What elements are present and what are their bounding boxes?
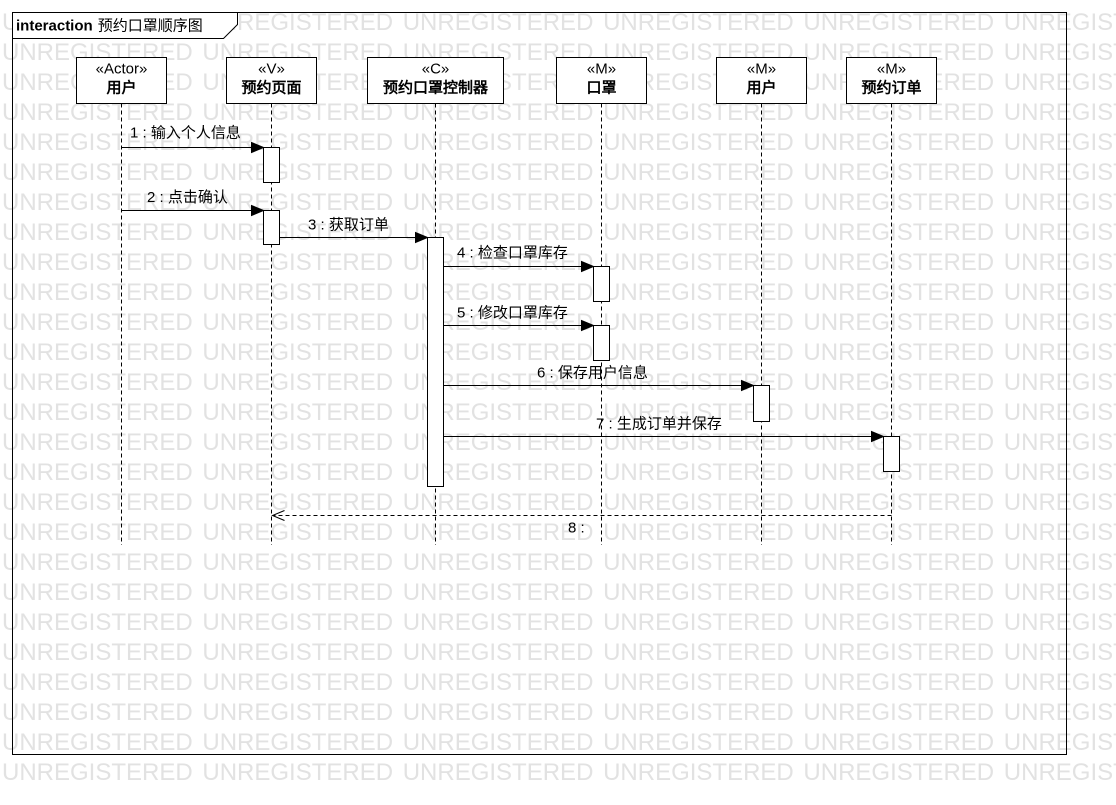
activation-bar-user [753, 385, 770, 422]
interaction-frame: interaction 预约口罩顺序图 [12, 12, 1067, 755]
message-arrowhead [871, 430, 885, 443]
lifeline-name: 用户 [106, 79, 136, 97]
watermark-row: UNREGISTERED UNREGISTERED UNREGISTERED U… [2, 668, 1116, 696]
frame-label-tab [12, 12, 238, 39]
watermark-row: UNREGISTERED UNREGISTERED UNREGISTERED U… [2, 308, 1116, 336]
watermark-row: UNREGISTERED UNREGISTERED UNREGISTERED U… [2, 338, 1116, 366]
message-arrowhead [581, 260, 595, 273]
lifeline-stereotype: «M» [877, 61, 906, 78]
frame-keyword: interaction [16, 18, 93, 35]
activation-bar-page-2 [263, 210, 280, 245]
watermark-row: UNREGISTERED UNREGISTERED UNREGISTERED U… [2, 728, 1116, 756]
message-3: 3 : 获取订单 [279, 217, 429, 244]
lifeline-model-mask: «M» 口罩 [556, 57, 647, 545]
activation-bars [263, 147, 900, 487]
message-label: 8 : [568, 520, 585, 537]
reply-arrowhead [271, 510, 285, 521]
lifeline-stereotype: «Actor» [96, 61, 148, 78]
lifeline-head [367, 57, 504, 104]
message-arrowhead [415, 231, 429, 244]
lifeline-head [556, 57, 647, 104]
message-label: 2 : 点击确认 [147, 189, 228, 206]
message-label: 4 : 检查口罩库存 [457, 245, 568, 262]
watermark-row: UNREGISTERED UNREGISTERED UNREGISTERED U… [2, 758, 1116, 786]
activation-bar-order [883, 436, 900, 472]
lifeline-head [716, 57, 807, 104]
message-label: 1 : 输入个人信息 [130, 125, 241, 142]
watermark-row: UNREGISTERED UNREGISTERED UNREGISTERED U… [2, 518, 1116, 546]
lifeline-head [76, 57, 167, 104]
lifeline-name: 预约口罩控制器 [383, 79, 489, 97]
watermark-row: UNREGISTERED UNREGISTERED UNREGISTERED U… [2, 578, 1116, 606]
watermark-row: UNREGISTERED UNREGISTERED UNREGISTERED U… [2, 158, 1116, 186]
message-arrowhead [251, 204, 265, 217]
lifeline-model-order: «M» 预约订单 [846, 57, 937, 545]
watermark-row: UNREGISTERED UNREGISTERED UNREGISTERED U… [2, 218, 1116, 246]
watermark-row: UNREGISTERED UNREGISTERED UNREGISTERED U… [2, 248, 1116, 276]
frame-label: interaction 预约口罩顺序图 [16, 18, 203, 35]
lifeline-view-booking-page: «V» 预约页面 [226, 57, 317, 545]
message-6: 6 : 保存用户信息 [443, 365, 755, 392]
frame-border [12, 12, 1067, 755]
watermark-row: UNREGISTERED UNREGISTERED UNREGISTERED U… [2, 458, 1116, 486]
watermark-row: UNREGISTERED UNREGISTERED UNREGISTERED U… [2, 488, 1116, 516]
lifeline-head [846, 57, 937, 104]
lifeline-stereotype: «C» [422, 61, 450, 78]
watermark-row: UNREGISTERED UNREGISTERED UNREGISTERED U… [2, 428, 1116, 456]
lifeline-stereotype: «M» [587, 61, 616, 78]
activation-bar-controller [427, 237, 444, 487]
activation-bar-mask-1 [593, 266, 610, 302]
message-arrowhead [741, 379, 755, 392]
message-8-reply: 8 : [271, 510, 892, 537]
lifeline-name: 用户 [746, 79, 776, 97]
watermark-row: UNREGISTERED UNREGISTERED UNREGISTERED U… [2, 698, 1116, 726]
activation-bar-mask-2 [593, 325, 610, 361]
lifeline-stereotype: «M» [747, 61, 776, 78]
watermark-row: UNREGISTERED UNREGISTERED UNREGISTERED U… [2, 548, 1116, 576]
message-1: 1 : 输入个人信息 [121, 125, 265, 154]
lifeline-name: 预约订单 [861, 79, 921, 97]
watermark-row: UNREGISTERED UNREGISTERED UNREGISTERED U… [2, 278, 1116, 306]
lifeline-actor-user: «Actor» 用户 [76, 57, 167, 545]
message-label: 7 : 生成订单并保存 [596, 416, 722, 433]
frame-title: 预约口罩顺序图 [98, 18, 203, 35]
message-label: 3 : 获取订单 [308, 217, 389, 234]
message-4: 4 : 检查口罩库存 [443, 245, 595, 273]
message-arrowhead [581, 319, 595, 332]
lifeline-model-user: «M» 用户 [716, 57, 807, 545]
watermark-row: UNREGISTERED UNREGISTERED UNREGISTERED U… [2, 608, 1116, 636]
message-5: 5 : 修改口罩库存 [443, 305, 595, 332]
message-2: 2 : 点击确认 [121, 189, 265, 217]
watermark-row: UNREGISTERED UNREGISTERED UNREGISTERED U… [2, 128, 1116, 156]
lifeline-stereotype: «V» [258, 61, 285, 78]
watermark-row: UNREGISTERED UNREGISTERED UNREGISTERED U… [2, 638, 1116, 666]
message-7: 7 : 生成订单并保存 [443, 416, 885, 443]
lifeline-name: 预约页面 [241, 79, 301, 97]
watermark-row: UNREGISTERED UNREGISTERED UNREGISTERED U… [2, 368, 1116, 396]
lifeline-head [226, 57, 317, 104]
message-label: 5 : 修改口罩库存 [457, 305, 568, 322]
watermark-row: UNREGISTERED UNREGISTERED UNREGISTERED U… [2, 398, 1116, 426]
message-label: 6 : 保存用户信息 [537, 365, 648, 382]
lifeline-name: 口罩 [586, 80, 616, 97]
message-arrowhead [251, 141, 265, 154]
activation-bar-page-1 [263, 147, 280, 183]
